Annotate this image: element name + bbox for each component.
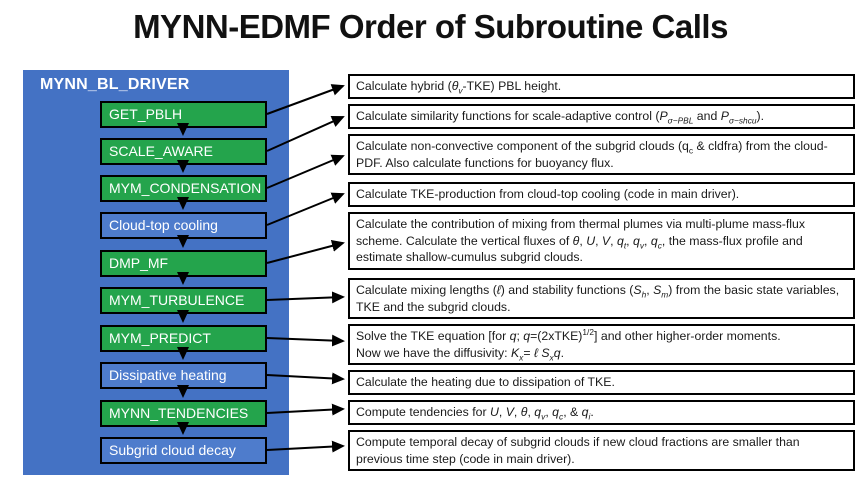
flow-box-get-pblh: GET_PBLH	[100, 101, 267, 128]
desc-box-mass-flux: Calculate the contribution of mixing fro…	[348, 212, 855, 271]
flow-box-subgrid-cloud-decay: Subgrid cloud decay	[100, 437, 267, 464]
flow-box-mym-condensation: MYM_CONDENSATION	[100, 175, 267, 202]
desc-box-cloud-top: Calculate TKE-production from cloud-top …	[348, 182, 855, 207]
flow-box-mym-predict: MYM_PREDICT	[100, 325, 267, 352]
flow-box-dmp-mf: DMP_MF	[100, 250, 267, 277]
driver-label: MYNN_BL_DRIVER	[40, 76, 190, 93]
mynn-bl-driver-panel: MYNN_BL_DRIVER GET_PBLH SCALE_AWARE MYM_…	[23, 70, 289, 475]
desc-box-pbl-height: Calculate hybrid (θv-TKE) PBL height.	[348, 74, 855, 99]
flow-box-dissipative-heating: Dissipative heating	[100, 362, 267, 389]
desc-box-tendencies: Compute tendencies for U, V, θ, qv, qc, …	[348, 400, 855, 425]
desc-box-dissipation: Calculate the heating due to dissipation…	[348, 370, 855, 395]
desc-box-cloud-decay: Compute temporal decay of subgrid clouds…	[348, 430, 855, 472]
desc-box-condensation: Calculate non-convective component of th…	[348, 134, 855, 176]
flow-box-cloud-top-cooling: Cloud-top cooling	[100, 212, 267, 239]
flow-box-mym-turbulence: MYM_TURBULENCE	[100, 287, 267, 314]
flow-box-scale-aware: SCALE_AWARE	[100, 138, 267, 165]
desc-box-turbulence: Calculate mixing lengths (ℓ) and stabili…	[348, 278, 855, 320]
diagram-title: MYNN-EDMF Order of Subroutine Calls	[133, 8, 728, 45]
desc-box-scale-aware: Calculate similarity functions for scale…	[348, 104, 855, 129]
desc-box-predict: Solve the TKE equation [for q; q=(2xTKE)…	[348, 324, 855, 366]
flow-box-mynn-tendencies: MYNN_TENDENCIES	[100, 400, 267, 427]
